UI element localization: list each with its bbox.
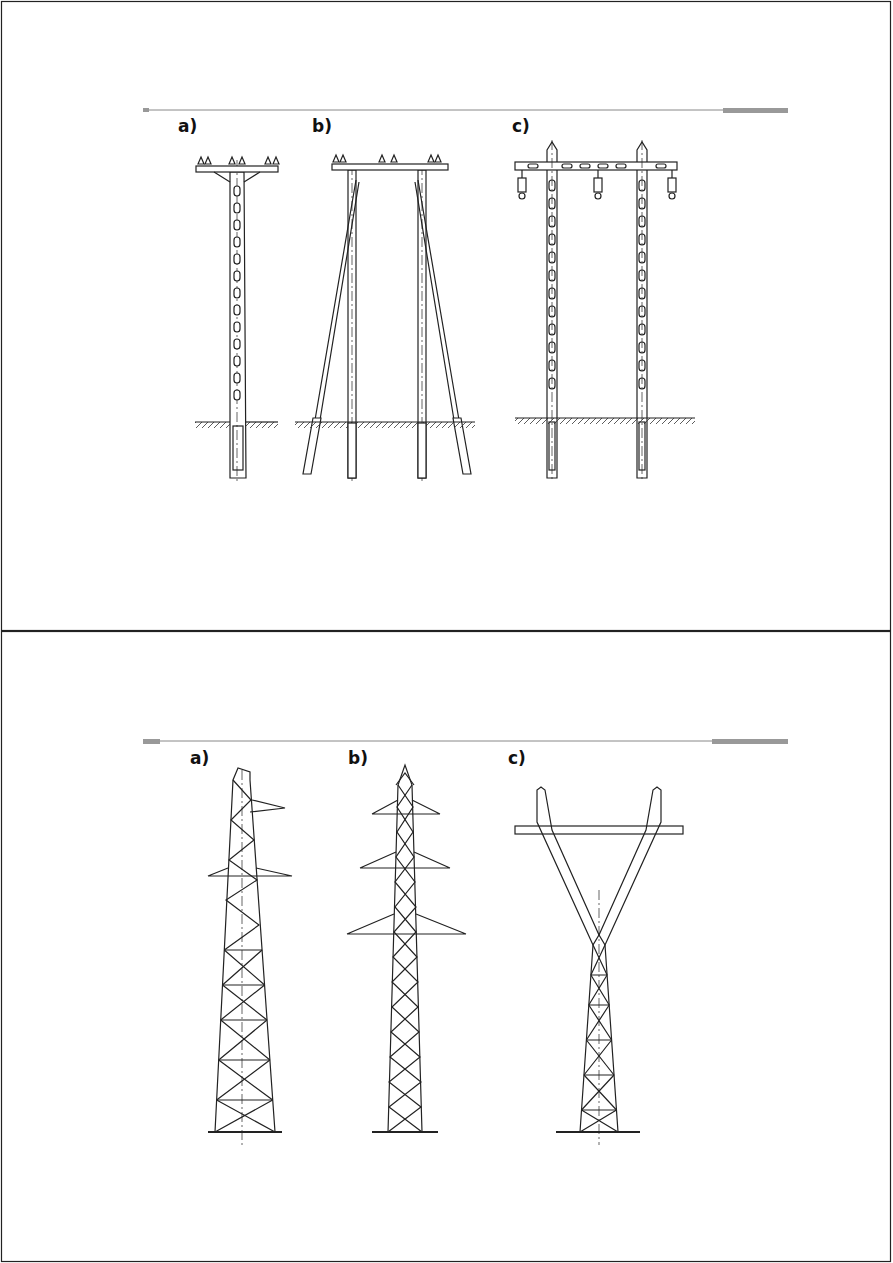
- figure-label: a): [178, 118, 197, 135]
- figure-label: b): [348, 750, 368, 767]
- figure-label: b): [312, 118, 332, 135]
- figure-label: a): [190, 750, 209, 767]
- figure-label: c): [512, 118, 530, 135]
- figure-label: c): [508, 750, 526, 767]
